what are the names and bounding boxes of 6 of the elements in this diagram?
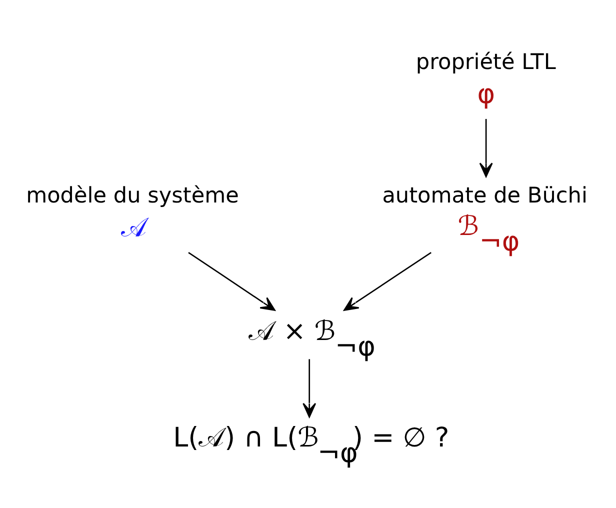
- arrow: [479, 118, 493, 177]
- arrow: [344, 251, 432, 310]
- arrow: [188, 251, 276, 310]
- node-text: modèle du système 𝒜: [26, 182, 239, 243]
- node-text: propriété LTL φ: [416, 49, 556, 110]
- arrow: [302, 358, 316, 418]
